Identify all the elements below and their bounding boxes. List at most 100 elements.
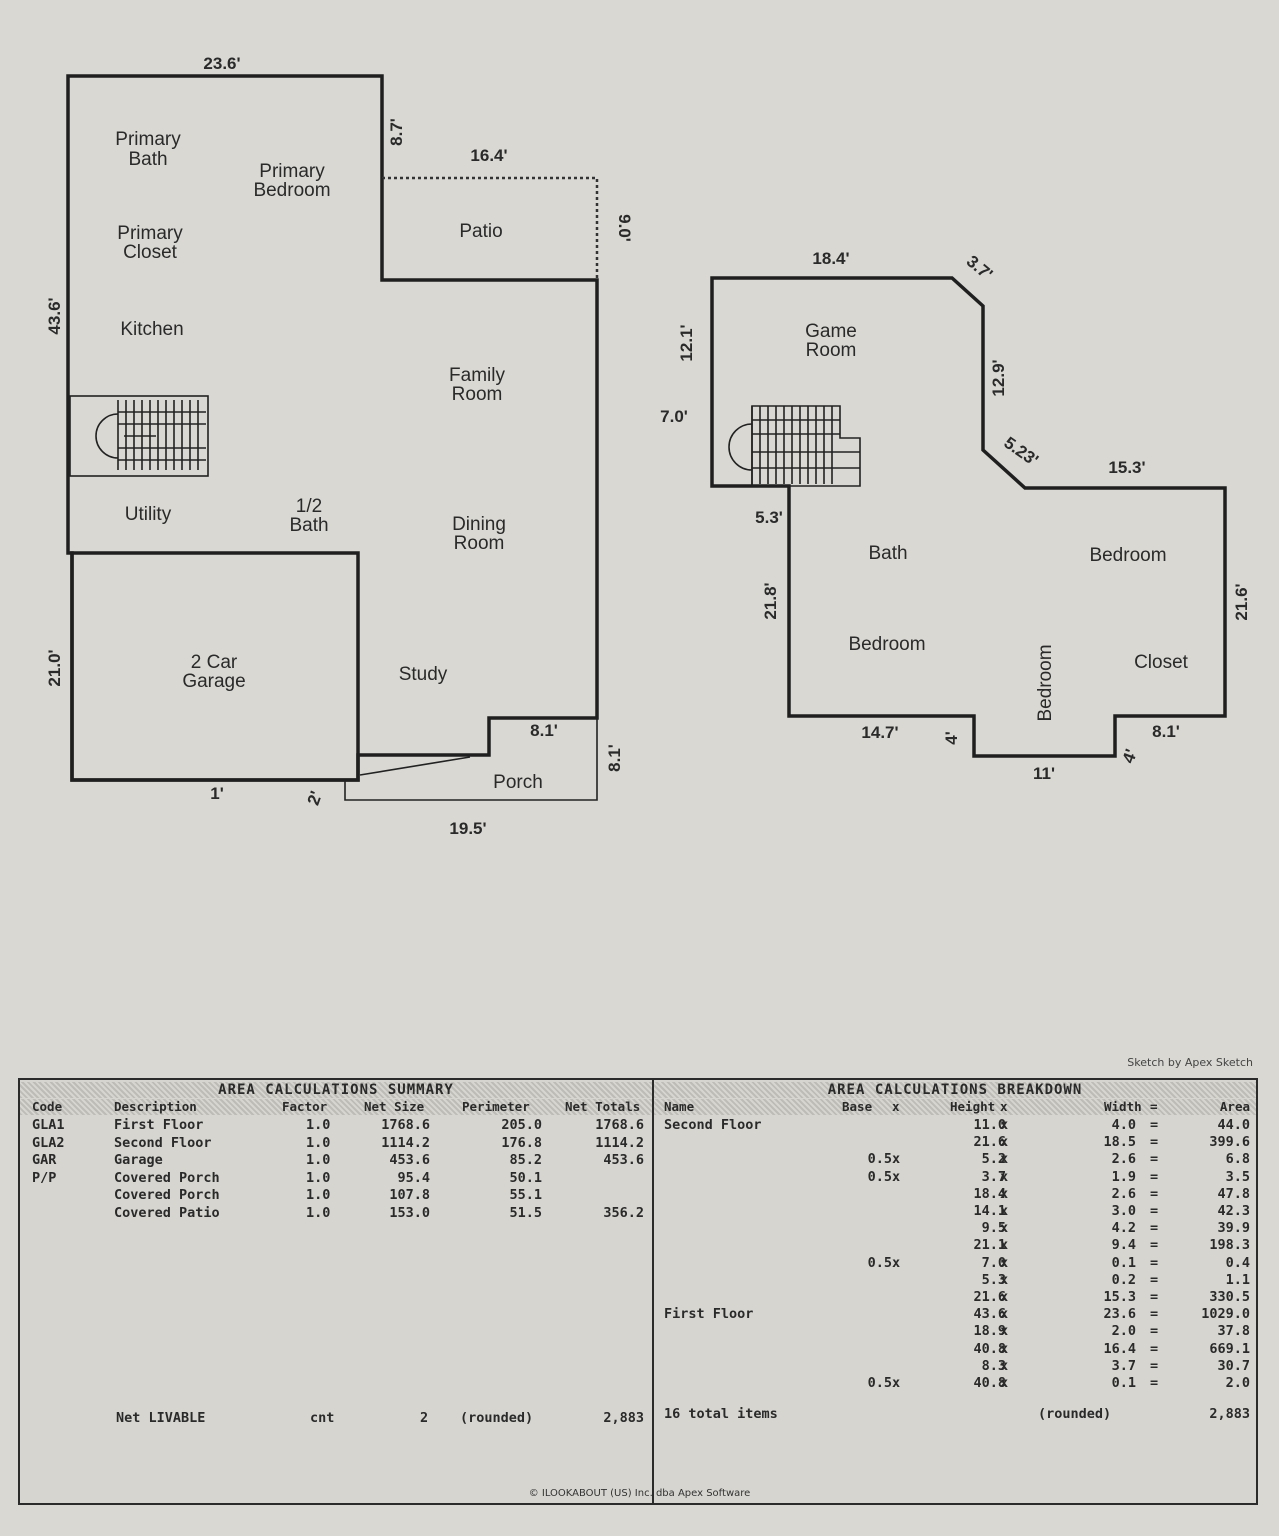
breakdown-eq-sign: = (1150, 1203, 1159, 1219)
breakdown-x-sign: x (1000, 1289, 1009, 1305)
breakdown-area-cell: 198.3 (1209, 1237, 1250, 1254)
breakdown-name-cell: First Floor (664, 1306, 754, 1323)
breakdown-area-cell: 669.1 (1209, 1340, 1250, 1357)
breakdown-width-cell: 18.5 (1103, 1134, 1136, 1151)
dim-ff-porch-height: 8.1' (605, 744, 624, 772)
dim-ff-right-upper: 8.7' (387, 118, 406, 146)
summary-net-size-cell: 453.6 (389, 1152, 430, 1168)
second-floor-stairs (728, 405, 861, 487)
breakdown-x-sign: x (1000, 1220, 1009, 1237)
dim-sf-angle-top: 3.7' (963, 252, 996, 284)
dim-sf-right-lower: 21.6' (1232, 583, 1251, 620)
summary-factor-cell: 1.0 (306, 1169, 331, 1186)
summary-description-cell: First Floor (114, 1117, 204, 1133)
primary-bath-label-1: Primary (115, 129, 181, 150)
summary-net-total-cell: 1114.2 (595, 1134, 644, 1151)
breakdown-eq-sign: = (1150, 1134, 1159, 1151)
bedroom-vertical-label: Bedroom (1035, 644, 1056, 721)
breakdown-x-sign: x (892, 1254, 901, 1271)
porch-label: Porch (493, 772, 543, 793)
primary-bedroom-label-2: Bedroom (253, 180, 330, 201)
half-bath-label-2: Bath (289, 515, 328, 536)
summary-net-size-cell: 95.4 (397, 1169, 430, 1186)
breakdown-height-cell: 3.7 (981, 1168, 1006, 1185)
breakdown-eq-sign: = (1150, 1306, 1159, 1323)
dim-ff-porch-notch: 8.1' (530, 721, 558, 740)
summary-net-total-cell: 453.6 (603, 1152, 644, 1168)
summary-header-code: Code (32, 1099, 63, 1114)
summary-header-perimeter: Perimeter (462, 1099, 530, 1114)
breakdown-height-cell: 21.1 (973, 1237, 1006, 1254)
summary-header-factor: Factor (282, 1099, 328, 1114)
primary-closet-label-1: Primary (117, 223, 183, 244)
breakdown-area-cell: 37.8 (1217, 1323, 1250, 1340)
breakdown-height-cell: 9.5 (981, 1220, 1006, 1237)
dim-sf-left-lower: 21.8' (761, 582, 780, 619)
total-items-label: 16 total items (664, 1406, 778, 1422)
summary-factor-cell: 1.0 (306, 1134, 331, 1151)
breakdown-height-cell: 43.6 (973, 1306, 1006, 1323)
summary-perimeter-cell: 50.1 (509, 1169, 542, 1186)
summary-net-size-cell: 107.8 (389, 1187, 430, 1203)
breakdown-eq-sign: = (1150, 1168, 1159, 1185)
breakdown-eq-sign: = (1150, 1375, 1159, 1391)
summary-net-size-cell: 1114.2 (381, 1134, 430, 1151)
dining-room-label-1: Dining (452, 514, 506, 535)
dim-sf-right-top: 15.3' (1108, 458, 1145, 477)
breakdown-height-cell: 5.3 (981, 1271, 1006, 1288)
summary-net-total-cell: 356.2 (603, 1204, 644, 1221)
breakdown-area-cell: 1029.0 (1201, 1306, 1250, 1323)
breakdown-area-cell: 2.0 (1225, 1375, 1250, 1391)
summary-factor-cell: 1.0 (306, 1204, 331, 1221)
first-floor-plan: Primary Bath Primary Bedroom Primary Clo… (45, 54, 634, 838)
breakdown-area-cell: 47.8 (1217, 1185, 1250, 1202)
summary-net-total-cell: 1768.6 (595, 1117, 644, 1133)
dim-sf-bottom-right: 8.1' (1152, 722, 1180, 741)
breakdown-height-cell: 8.3 (981, 1357, 1006, 1374)
breakdown-width-cell: 2.0 (1111, 1323, 1136, 1340)
summary-code-cell: GLA2 (32, 1134, 65, 1151)
breakdown-x-sign: x (1000, 1203, 1009, 1219)
breakdown-base-cell: 0.5 (867, 1151, 892, 1168)
summary-net-row: Net LIVABLE cnt 2 (rounded) 2,883 (20, 1410, 652, 1427)
breakdown-area-cell: 42.3 (1217, 1203, 1250, 1219)
breakdown-x-sign: x (1000, 1134, 1009, 1151)
dim-sf-bottom-mid: 11' (1033, 764, 1055, 783)
breakdown-eq-sign: = (1150, 1271, 1159, 1288)
breakdown-height-cell: 7.0 (981, 1254, 1006, 1271)
dim-ff-patio-width: 16.4' (470, 146, 507, 165)
breakdown-width-cell: 2.6 (1111, 1185, 1136, 1202)
breakdown-header-x1: x (892, 1099, 900, 1114)
breakdown-width-cell: 15.3 (1103, 1289, 1136, 1305)
dim-ff-left: 43.6' (45, 297, 64, 334)
breakdown-width-cell: 23.6 (1103, 1306, 1136, 1323)
dim-ff-bottom-2: 2' (304, 789, 326, 808)
summary-factor-cell: 1.0 (306, 1187, 331, 1203)
garage-walls (70, 551, 360, 782)
breakdown-x-sign: x (1000, 1168, 1009, 1185)
summary-description-cell: Covered Porch (114, 1169, 220, 1186)
breakdown-eq-sign: = (1150, 1117, 1159, 1133)
family-room-label-1: Family (449, 365, 505, 386)
kitchen-label: Kitchen (120, 319, 183, 340)
dim-sf-right-upper: 12.9' (989, 359, 1008, 396)
dim-sf-step: 5.3' (755, 508, 783, 527)
breakdown-width-cell: 9.4 (1111, 1237, 1136, 1254)
porch-step-line (359, 756, 471, 776)
breakdown-total-row: 16 total items (rounded) 2,883 (654, 1406, 1256, 1423)
summary-code-cell: GAR (32, 1152, 57, 1168)
second-floor-walls (710, 276, 1227, 758)
breakdown-base-cell: 0.5 (867, 1254, 892, 1271)
breakdown-header-name: Name (664, 1099, 695, 1114)
breakdown-width-cell: 4.0 (1111, 1117, 1136, 1133)
breakdown-area-cell: 30.7 (1217, 1357, 1250, 1374)
breakdown-width-cell: 0.1 (1111, 1254, 1136, 1271)
